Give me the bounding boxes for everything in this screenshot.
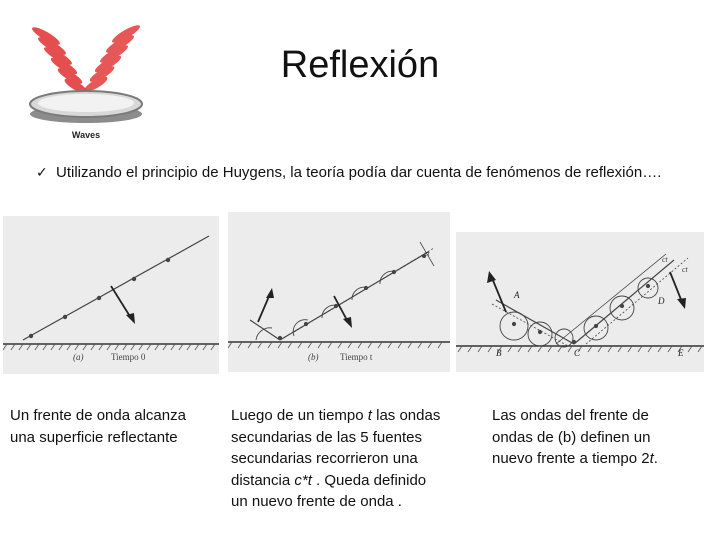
bullet-text: Utilizando el principio de Huygens, la t…	[56, 164, 662, 181]
figure-c-label-e: E	[677, 348, 684, 358]
caption-first: Un frente de onda alcanza una superficie…	[10, 407, 186, 446]
page-title: Reflexión	[280, 44, 440, 86]
waves-logo: Waves	[24, 18, 154, 143]
figure-c-ct-label: ct	[662, 255, 669, 264]
logo-caption: Waves	[72, 130, 100, 140]
waves-reflection-icon: Waves	[29, 25, 143, 140]
figure-b-ct-label: ct	[424, 249, 431, 258]
figure-c-diagram: A B C D E ct ct	[456, 232, 704, 372]
figure-c-label-a: A	[513, 290, 520, 300]
figure-c: A B C D E ct ct	[456, 232, 704, 372]
bullet-point: ✓ Utilizando el principio de Huygens, la…	[36, 162, 676, 183]
figure-a: (a) Tiempo 0	[3, 216, 219, 374]
figure-c-label-d: D	[657, 296, 665, 306]
figure-b-diagram: ct (b) Tiempo t	[228, 212, 450, 372]
figure-b: ct (b) Tiempo t	[228, 212, 450, 372]
figure-b-caption: Tiempo t	[340, 352, 373, 362]
caption-third: Las ondas del frente de ondas de (b) def…	[492, 407, 658, 467]
figure-c-label-b: B	[496, 348, 502, 358]
figure-a-diagram: (a) Tiempo 0	[3, 216, 219, 374]
figure-a-label: (a)	[73, 352, 84, 362]
checkmark-icon: ✓	[36, 164, 48, 180]
figure-c-ct2-label: ct	[682, 265, 689, 274]
figure-c-label-c: C	[574, 348, 581, 358]
figure-b-label: (b)	[308, 352, 319, 362]
caption-second: Luego de un tiempo t las ondas secundari…	[231, 407, 441, 510]
figure-a-caption: Tiempo 0	[111, 352, 146, 362]
